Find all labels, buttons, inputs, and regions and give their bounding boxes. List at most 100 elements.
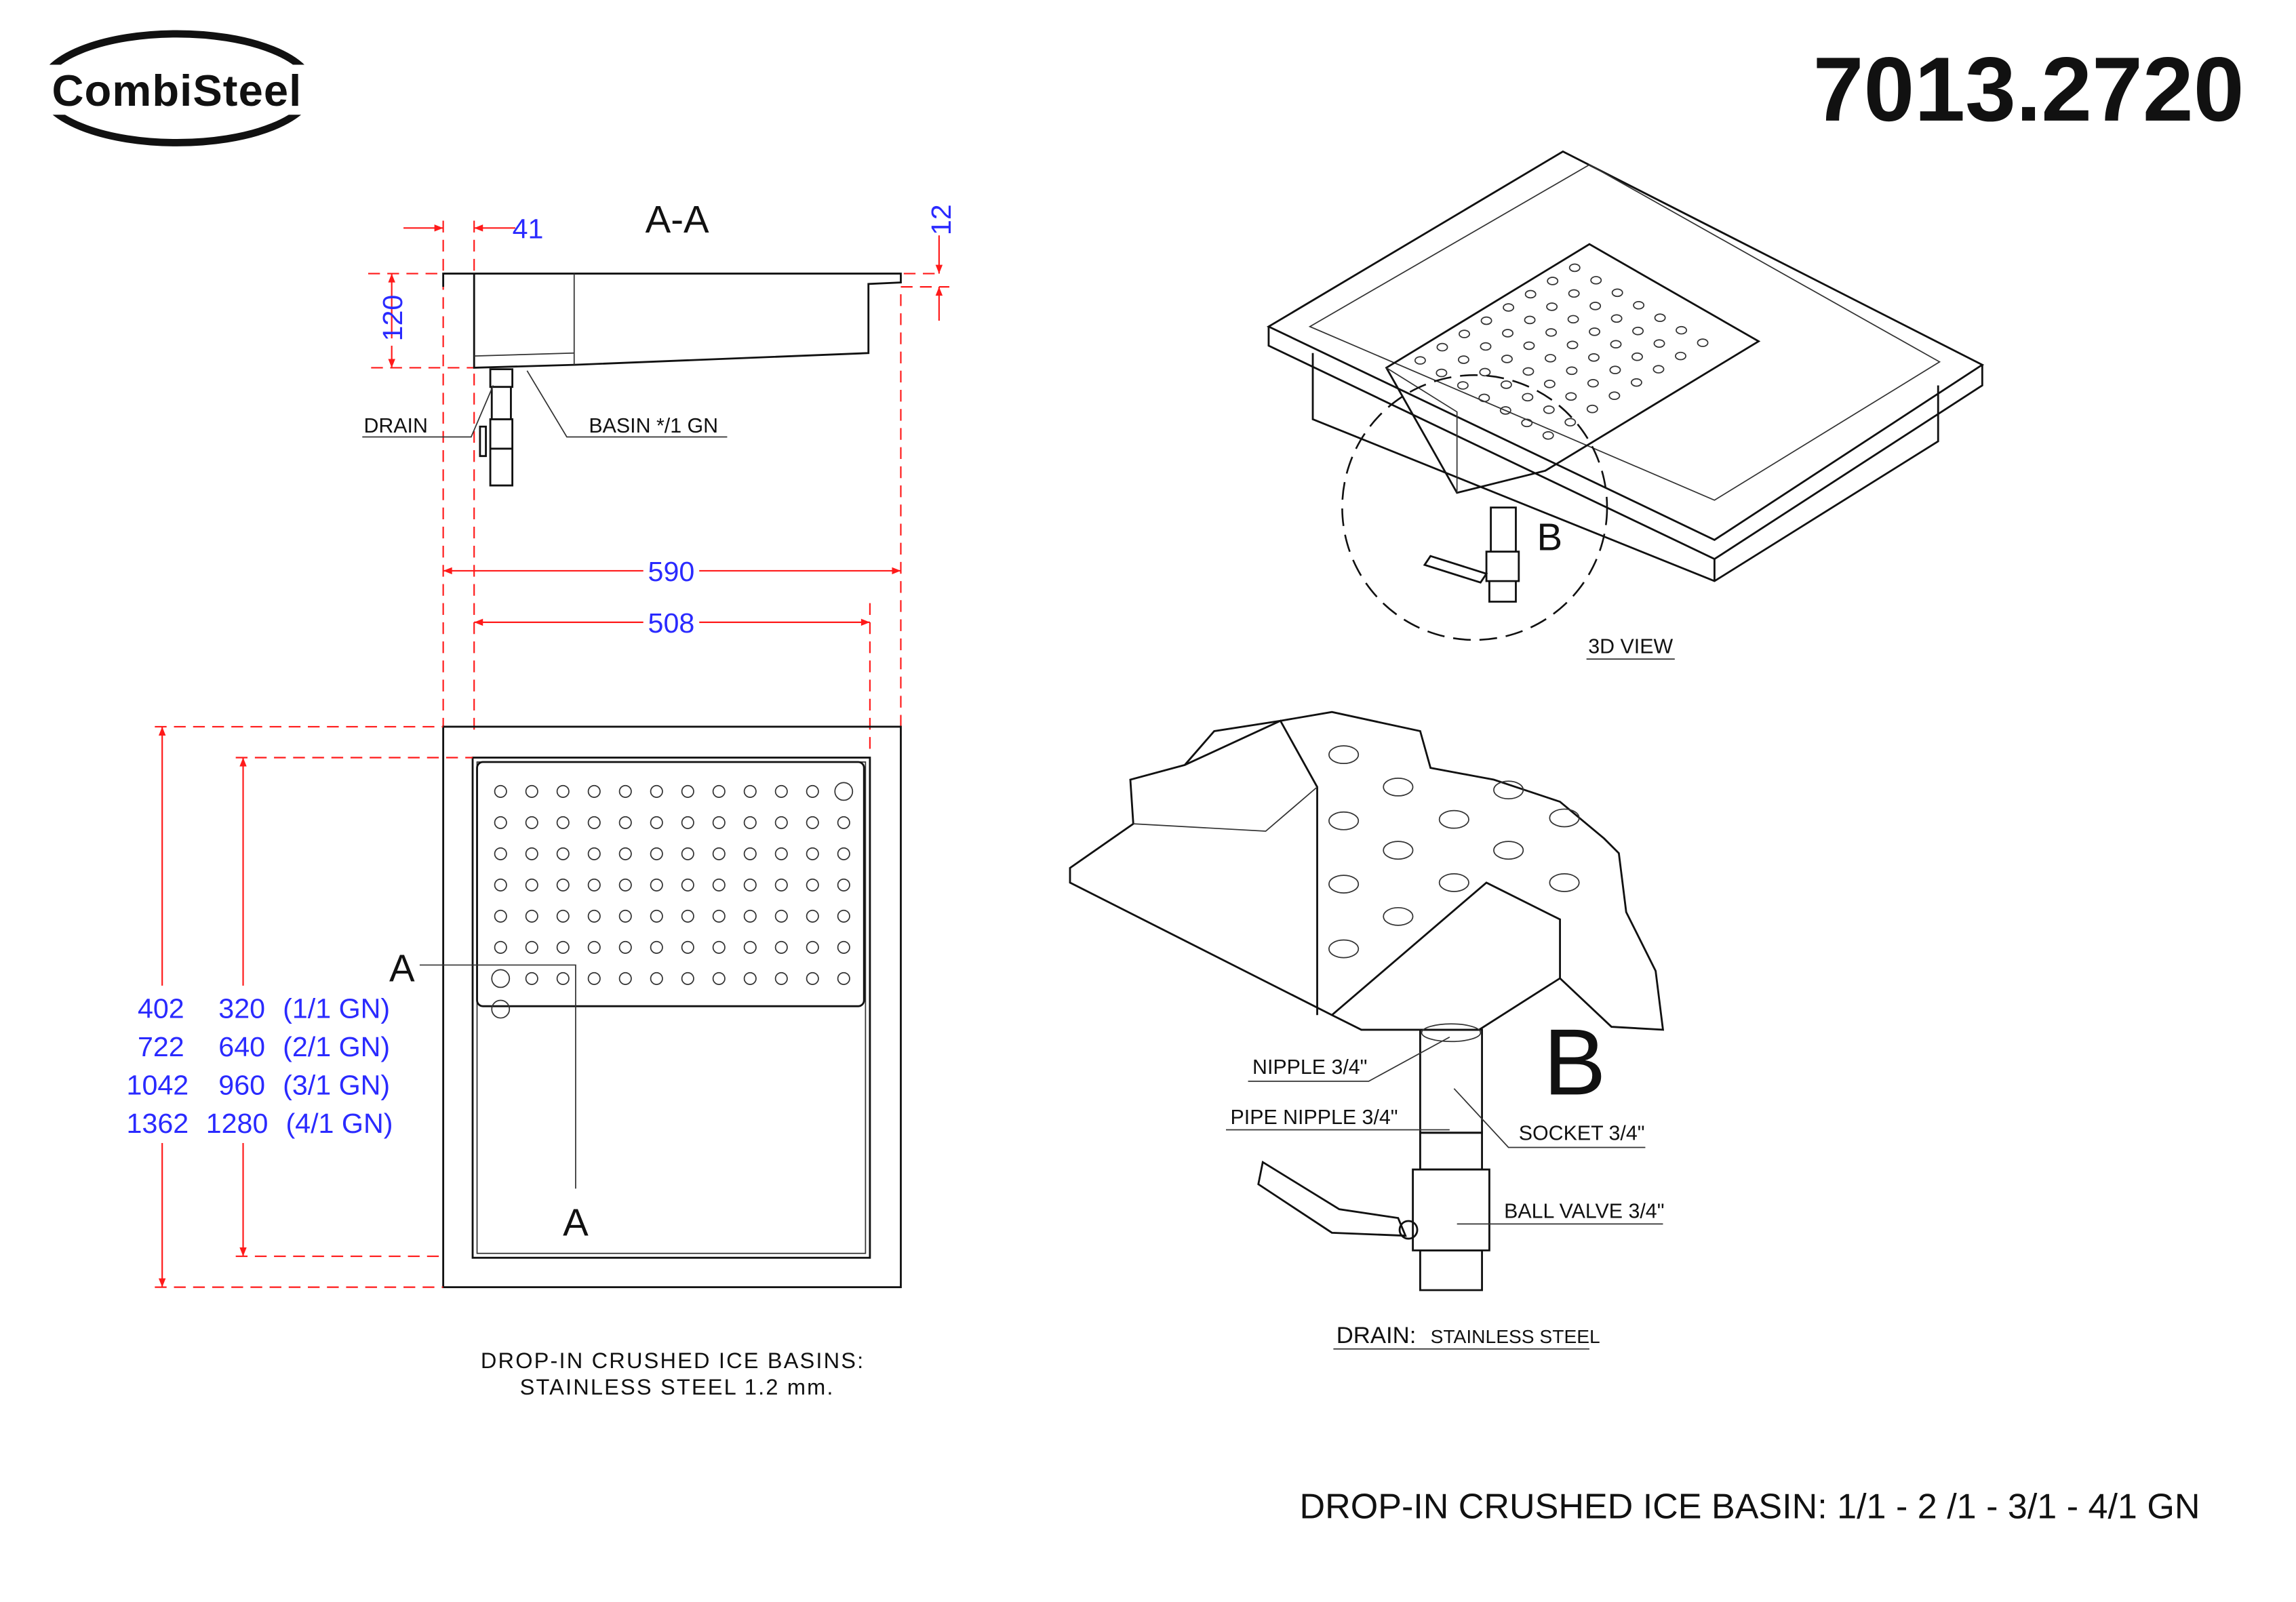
hole [1524, 289, 1537, 299]
hole [1587, 378, 1599, 388]
hole [1383, 841, 1414, 860]
note-line-1: DROP-IN CRUSHED ICE BASINS: [481, 1348, 865, 1373]
hole [1544, 354, 1556, 363]
hole [1633, 300, 1645, 310]
dim-inner-width: 508 [648, 607, 695, 639]
hole [1653, 339, 1665, 348]
hole [1493, 780, 1524, 800]
hole [712, 847, 726, 860]
hole [806, 940, 819, 954]
note-line-2: STAINLESS STEEL 1.2 mm. [520, 1375, 835, 1399]
dim-outer-width: 590 [648, 556, 695, 587]
hole [1480, 342, 1492, 351]
hole [556, 909, 570, 923]
hole [1546, 302, 1558, 311]
hole [774, 847, 788, 860]
hole [1480, 316, 1492, 325]
hole [494, 784, 507, 798]
hole [1652, 365, 1665, 374]
hole [1328, 875, 1360, 894]
hole [525, 909, 538, 923]
hole [681, 878, 694, 892]
hole [1457, 381, 1469, 390]
hole [618, 816, 632, 829]
hole [556, 847, 570, 860]
size-outer: 1042 [127, 1069, 189, 1100]
hole [1542, 430, 1554, 440]
section-view-a-a: A-A 41 120 12 DRAIN BASIN */1 GN [362, 198, 957, 736]
hole [1632, 326, 1644, 336]
hole [1654, 313, 1666, 322]
hole [1590, 276, 1602, 285]
hole [556, 878, 570, 892]
hole [618, 784, 632, 798]
hole [1499, 406, 1511, 415]
size-outer: 722 [138, 1031, 184, 1062]
hole [806, 909, 819, 923]
hole [806, 972, 819, 985]
dim-height: 120 [377, 295, 408, 342]
hole [1543, 405, 1555, 414]
hole [1565, 392, 1577, 401]
hole [650, 816, 663, 829]
dim-flange: 41 [513, 214, 544, 245]
hole [1549, 808, 1580, 828]
perforation-holes [491, 782, 854, 988]
hole [587, 940, 601, 954]
hole [1611, 288, 1623, 298]
label-drain: DRAIN [363, 415, 427, 437]
hole [525, 784, 538, 798]
hole [1328, 811, 1360, 830]
hole [1545, 328, 1558, 337]
hole [1610, 340, 1622, 349]
hole [1568, 289, 1580, 298]
hole [1675, 351, 1686, 361]
hole [556, 816, 570, 829]
perforation-holes-detail [1328, 745, 1580, 959]
hole [837, 816, 850, 829]
hole [1500, 380, 1512, 389]
hole [650, 972, 663, 985]
hole [1459, 329, 1470, 338]
detail-b: B NIPPLE 3/4" PIPE NIPPLE 3/4" SOCKET 3/… [1069, 710, 1664, 1350]
hole [743, 816, 757, 829]
hole [556, 940, 570, 954]
hole [1586, 404, 1598, 414]
hole [743, 940, 757, 954]
hole [712, 940, 726, 954]
hole [1522, 367, 1535, 376]
hole [743, 878, 757, 892]
hole [1524, 315, 1536, 325]
logo-text: CombiSteel [52, 66, 302, 115]
hole [681, 940, 694, 954]
hole [650, 784, 663, 798]
caption-drain-bold: DRAIN: [1337, 1323, 1417, 1348]
hole [494, 816, 507, 829]
hole [1549, 873, 1580, 892]
size-gn: (1/1 GN) [283, 993, 390, 1024]
hole [1566, 340, 1579, 350]
hole [1328, 939, 1360, 959]
hole [1697, 338, 1709, 347]
hole [1503, 303, 1515, 312]
hole [525, 940, 538, 954]
size-outer: 1362 [127, 1108, 189, 1139]
section-title: A-A [646, 198, 709, 241]
caption-3d-view: 3D VIEW [1588, 635, 1673, 658]
hole [806, 878, 819, 892]
hole [743, 784, 757, 798]
hole [743, 972, 757, 985]
hole [587, 816, 601, 829]
hole [1522, 393, 1534, 402]
hole [1547, 277, 1559, 285]
hole [587, 972, 601, 985]
hole [1457, 355, 1469, 364]
hole [1543, 380, 1556, 388]
hole [618, 940, 632, 954]
hole [1589, 302, 1602, 311]
hole [834, 782, 854, 801]
hole [494, 909, 507, 923]
hole [681, 972, 694, 985]
hole [681, 847, 694, 860]
hole [837, 847, 850, 860]
